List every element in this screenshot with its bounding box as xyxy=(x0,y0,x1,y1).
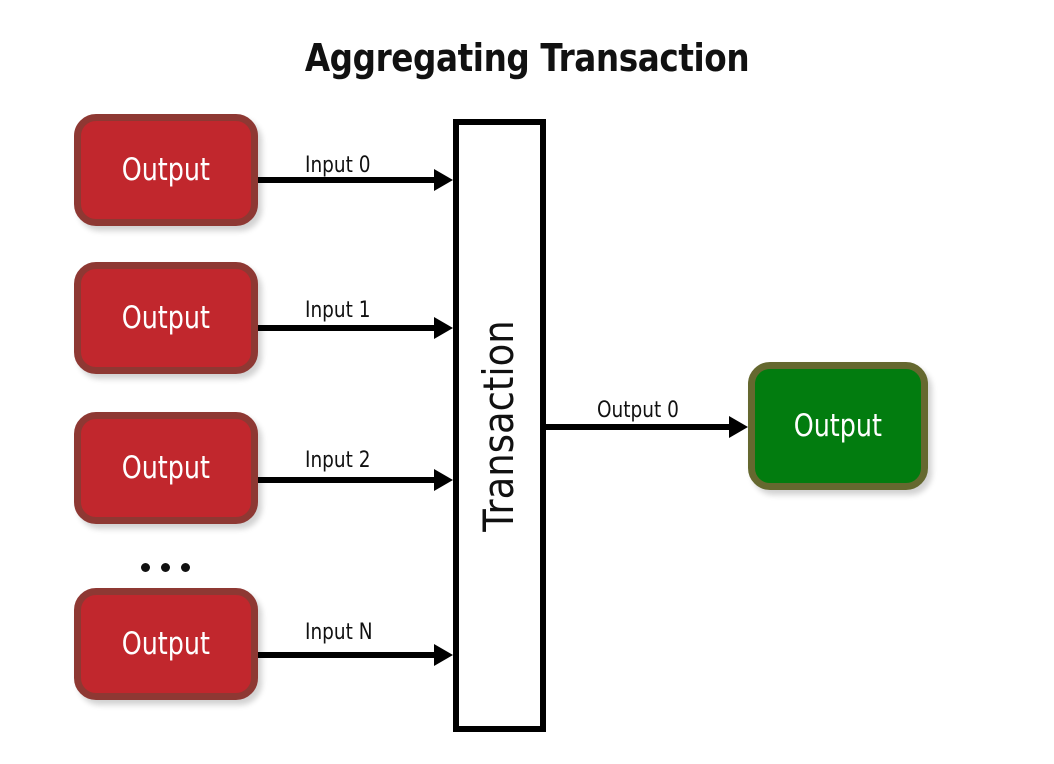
input-arrow-n-label: Input N xyxy=(305,620,373,645)
transaction-node[interactable]: Transaction xyxy=(453,119,546,732)
input-arrow-0-head xyxy=(434,169,453,191)
continuation-ellipsis-icon xyxy=(141,563,190,572)
input-node-n[interactable]: Output xyxy=(74,588,258,700)
input-node-1[interactable]: Output xyxy=(74,262,258,374)
input-arrow-1-shaft xyxy=(258,325,436,331)
input-arrow-n-head xyxy=(434,644,453,666)
input-arrow-2-head xyxy=(434,469,453,491)
input-arrow-0-shaft xyxy=(258,177,436,183)
input-node-2[interactable]: Output xyxy=(74,412,258,524)
ellipsis-dot xyxy=(181,563,190,572)
ellipsis-dot xyxy=(141,563,150,572)
output-arrow-0-shaft xyxy=(546,424,731,430)
ellipsis-dot xyxy=(161,563,170,572)
output-node-0-label: Output xyxy=(793,407,883,444)
output-node-0[interactable]: Output xyxy=(748,362,928,490)
input-node-1-label: Output xyxy=(121,299,211,336)
input-node-0-label: Output xyxy=(121,151,211,188)
input-arrow-n-shaft xyxy=(258,652,436,658)
input-arrow-1-label: Input 1 xyxy=(305,298,371,323)
input-arrow-0-label: Input 0 xyxy=(305,153,371,178)
output-arrow-0-label: Output 0 xyxy=(597,398,679,423)
input-node-n-label: Output xyxy=(121,625,211,662)
input-arrow-2-shaft xyxy=(258,477,436,483)
input-node-0[interactable]: Output xyxy=(74,114,258,226)
output-arrow-0-head xyxy=(729,416,748,438)
input-arrow-1-head xyxy=(434,317,453,339)
input-arrow-2-label: Input 2 xyxy=(305,448,371,473)
transaction-node-label: Transaction xyxy=(474,319,524,532)
page-title: Aggregating Transaction xyxy=(304,36,750,80)
input-node-2-label: Output xyxy=(121,449,211,486)
